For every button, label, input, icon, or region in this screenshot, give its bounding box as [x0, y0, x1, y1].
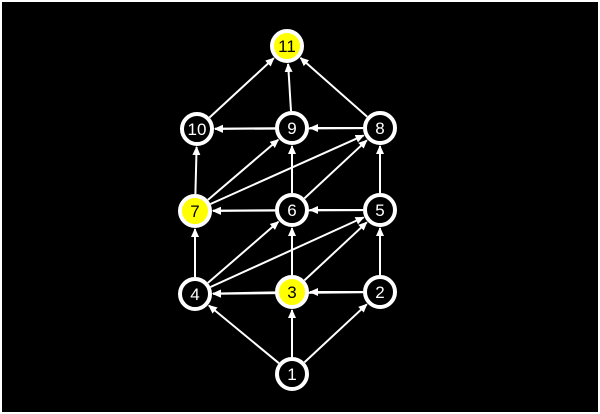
nodes: 1 2 3 4 5 6 7 8 9 10 11	[178, 29, 397, 391]
node-3: 3	[275, 275, 309, 309]
node-circle	[363, 193, 397, 227]
node-circle	[270, 29, 304, 63]
node-circle	[275, 193, 309, 227]
node-label: 11	[278, 37, 296, 56]
node-11: 11	[270, 29, 304, 63]
node-label: 9	[287, 119, 296, 138]
node-circle	[275, 275, 309, 309]
node-5: 5	[363, 193, 397, 227]
node-label: 4	[190, 285, 199, 304]
node-label: 8	[375, 119, 384, 138]
edge-9-to-10	[214, 124, 276, 133]
node-label: 7	[190, 202, 199, 221]
node-label: 5	[375, 201, 384, 220]
node-label: 3	[287, 283, 296, 302]
node-1: 1	[275, 357, 309, 391]
edge-10-to-11	[208, 57, 275, 119]
edge-3-to-5	[303, 221, 368, 282]
node-8: 8	[363, 111, 397, 145]
edge-7-to-9	[207, 138, 280, 201]
node-7: 7	[178, 194, 212, 228]
edge-1-to-4	[208, 304, 280, 364]
node-circle	[363, 275, 397, 309]
node-circle	[178, 277, 212, 311]
edge-1-to-2	[303, 303, 368, 364]
edge-8-to-11	[299, 57, 368, 118]
edge-3-to-4	[212, 289, 276, 298]
node-2: 2	[363, 275, 397, 309]
node-circle	[275, 357, 309, 391]
node-circle	[180, 112, 214, 146]
edge-6-to-7	[212, 206, 276, 215]
node-label: 6	[287, 201, 296, 220]
edge-7-to-8	[210, 134, 365, 205]
node-circle	[363, 111, 397, 145]
node-label: 10	[188, 120, 207, 139]
edge-4-to-6	[207, 221, 280, 284]
edge-4-to-5	[210, 216, 365, 288]
node-label: 2	[375, 283, 384, 302]
node-10: 10	[180, 112, 214, 146]
edge-6-to-8	[303, 139, 368, 200]
node-6: 6	[275, 193, 309, 227]
edge-9-to-11	[284, 63, 293, 112]
node-label: 1	[287, 365, 296, 384]
edge-7-to-10	[192, 146, 201, 195]
node-9: 9	[275, 111, 309, 145]
node-4: 4	[178, 277, 212, 311]
node-circle	[178, 194, 212, 228]
node-circle	[275, 111, 309, 145]
